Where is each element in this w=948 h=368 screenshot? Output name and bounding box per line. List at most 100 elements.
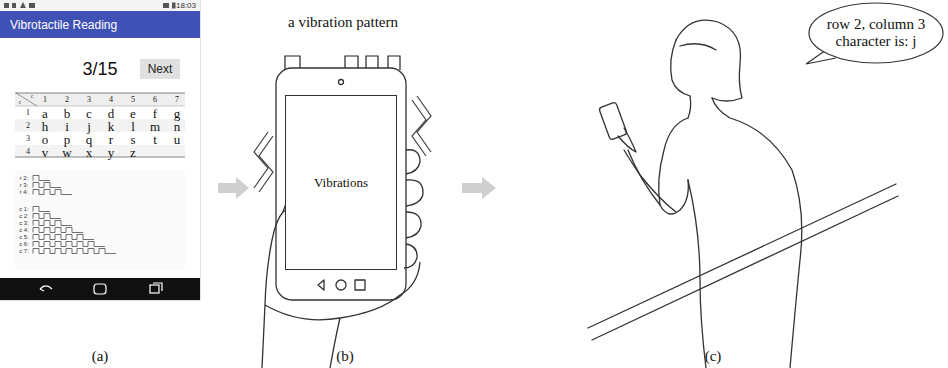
column-header: 4 [109, 96, 113, 104]
phone-screenshot [40, 283, 162, 294]
woman-figure [618, 128, 636, 152]
phone-screenshot [150, 285, 159, 293]
letter-cell: x [86, 145, 93, 158]
pattern-label: r 4: [20, 189, 29, 195]
woman-figure [688, 180, 706, 368]
phone-screenshot [4, 2, 176, 9]
phone-screenshot [163, 3, 169, 8]
hand-with-phone [339, 80, 344, 85]
row-header: 1 [26, 109, 30, 117]
page-counter: 3/15 [82, 60, 117, 78]
woman-figure [671, 40, 690, 96]
row-header: 4 [26, 148, 30, 156]
letter-cell: b [64, 106, 71, 119]
node-text: Next [148, 62, 173, 76]
vibration-waveform [33, 235, 94, 240]
phone-screenshot [15, 119, 185, 132]
woman-figure [676, 20, 742, 101]
pattern-label: c 7: [19, 248, 29, 254]
letter-cell: g [174, 106, 181, 119]
vibration-waveform [33, 183, 61, 188]
phone-screenshot [20, 2, 26, 8]
phone-screenshot [15, 93, 185, 94]
table-corner: r [19, 99, 21, 105]
letter-cell: z [130, 145, 136, 158]
hand-with-phone [355, 280, 365, 290]
woman-figure [659, 118, 689, 214]
vibration-waveform [33, 228, 83, 233]
phone-screenshot [0, 278, 200, 300]
pattern-label: c 2: [19, 213, 29, 219]
phone-screenshot [40, 286, 52, 291]
letter-cell: r [109, 132, 113, 145]
vibration-waveform [33, 249, 116, 254]
letter-cell: a [42, 106, 48, 119]
letter-cell: u [174, 132, 181, 145]
flow-arrow [218, 177, 249, 199]
hand-with-phone [406, 150, 420, 174]
phone-screen: Vibrations [285, 95, 397, 270]
hand-with-phone [400, 262, 420, 295]
phone-screenshot [15, 170, 185, 270]
woman-figure [688, 96, 691, 118]
pattern-label: c 3: [19, 220, 29, 226]
vibration-waveform [33, 221, 72, 226]
hand-with-phone [265, 295, 400, 320]
vibration-waveform [33, 176, 116, 254]
letter-cell: h [42, 119, 49, 132]
column-header: 5 [131, 96, 135, 104]
phone-screenshot [0, 0, 200, 11]
vibration-zigzag [412, 100, 426, 156]
column-header: 2 [65, 96, 69, 104]
woman-figure [592, 196, 898, 340]
phone-screenshot [0, 38, 200, 278]
speech-text: row 2, column 3 character is: j [820, 16, 932, 50]
column-header: 1 [43, 96, 47, 104]
letter-cell: y [108, 145, 115, 158]
phone-screenshot [15, 145, 185, 157]
vibration-waveform [33, 242, 105, 247]
woman-figure [624, 150, 676, 212]
vibration-zigzag [254, 132, 268, 188]
letter-cell: m [150, 119, 160, 132]
column-header: 7 [175, 96, 179, 104]
letter-cell: l [131, 119, 135, 132]
letter-cell: o [42, 132, 49, 145]
woman-figure [628, 150, 660, 205]
pattern-label: c 5: [19, 234, 29, 240]
woman-figure [588, 20, 898, 368]
phone-screenshot [15, 93, 185, 106]
speech-bubble-outline [809, 3, 943, 63]
phone-screenshot [29, 3, 35, 8]
hand-with-phone [262, 68, 423, 368]
phone-screenshot [12, 3, 16, 8]
table-corner: c [31, 93, 34, 99]
phone-screenshot [0, 0, 200, 300]
hand-with-phone [318, 280, 324, 290]
node-text: Vibrations [314, 175, 368, 191]
pattern-caption: a vibration pattern [288, 15, 398, 30]
hand-with-phone [276, 68, 406, 300]
phone-screenshot [15, 106, 185, 107]
vibration-zigzag [259, 136, 273, 192]
pattern-label: r 3: [20, 182, 29, 188]
letter-cell: s [130, 132, 135, 145]
hand-with-phone [336, 280, 346, 290]
woman-figure [588, 184, 896, 328]
pattern-label: r 2: [20, 175, 29, 181]
letter-cell: v [42, 145, 49, 158]
letter-cell: c [86, 106, 92, 119]
vibration-waveform [33, 207, 50, 212]
woman-figure [680, 44, 716, 50]
vibration-zigzag [417, 96, 431, 152]
letter-cell: e [130, 106, 136, 119]
phone-screenshot [0, 0, 200, 300]
letter-cell: f [153, 106, 157, 119]
phone-screenshot [15, 157, 185, 158]
app-title-bar: Vibrotactile Reading [0, 11, 200, 38]
vibration-waveform [33, 214, 61, 219]
hand-with-phone [406, 180, 423, 206]
speech-bubble: row 2, column 3 character is: j [808, 2, 944, 64]
phone-screenshot [153, 283, 162, 291]
